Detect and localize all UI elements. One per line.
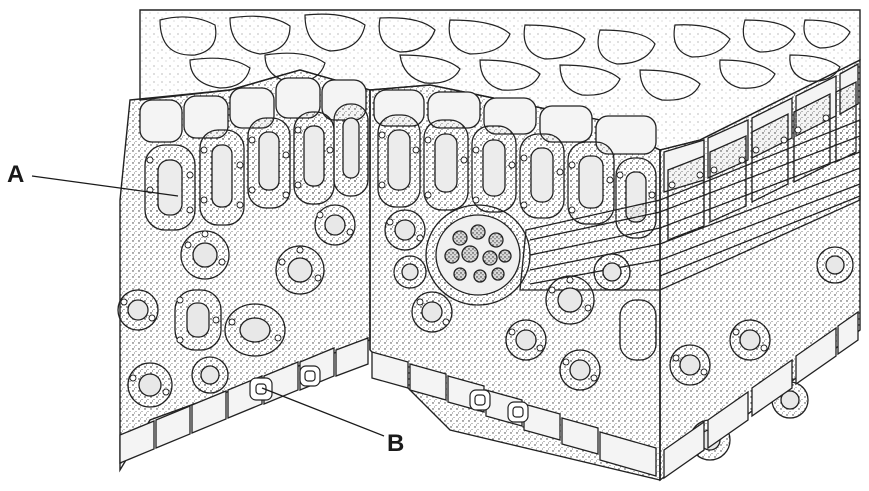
label-b-leader-line (262, 388, 384, 436)
label-a: A (7, 163, 24, 187)
label-b: B (387, 432, 404, 456)
